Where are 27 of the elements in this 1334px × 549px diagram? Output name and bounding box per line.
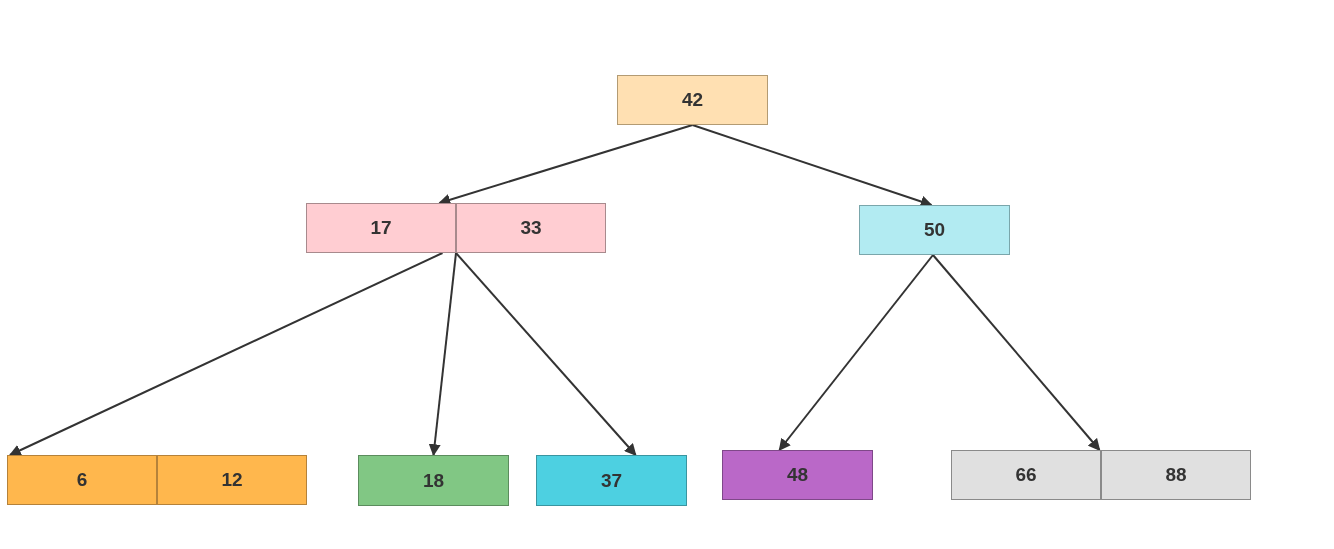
key-cell (157, 455, 307, 505)
key-value: 37 (600, 469, 623, 492)
key-value: 66 (1015, 464, 1037, 486)
key-cell (722, 450, 873, 500)
key-cell (617, 75, 768, 125)
key-cell (859, 205, 1010, 255)
key-cell (358, 455, 509, 506)
arrow (428, 252, 457, 457)
key-value: 50 (923, 219, 946, 241)
key-cell (456, 203, 606, 253)
arrow (8, 252, 444, 456)
arrow (778, 254, 934, 451)
key-cell (306, 203, 456, 253)
key-value: 88 (1165, 464, 1187, 486)
key-value: 6 (76, 469, 88, 491)
key-cell (7, 455, 157, 505)
key-value: 18 (422, 469, 445, 492)
key-value: 12 (221, 469, 243, 491)
key-value: 17 (370, 217, 392, 239)
key-value: 33 (520, 217, 542, 239)
key-value: 42 (681, 89, 704, 111)
key-cell (951, 450, 1101, 500)
key-cell (1101, 450, 1251, 500)
arrow (932, 254, 1101, 451)
key-cell (536, 455, 687, 506)
arrow (455, 252, 637, 456)
key-value: 48 (786, 464, 809, 486)
